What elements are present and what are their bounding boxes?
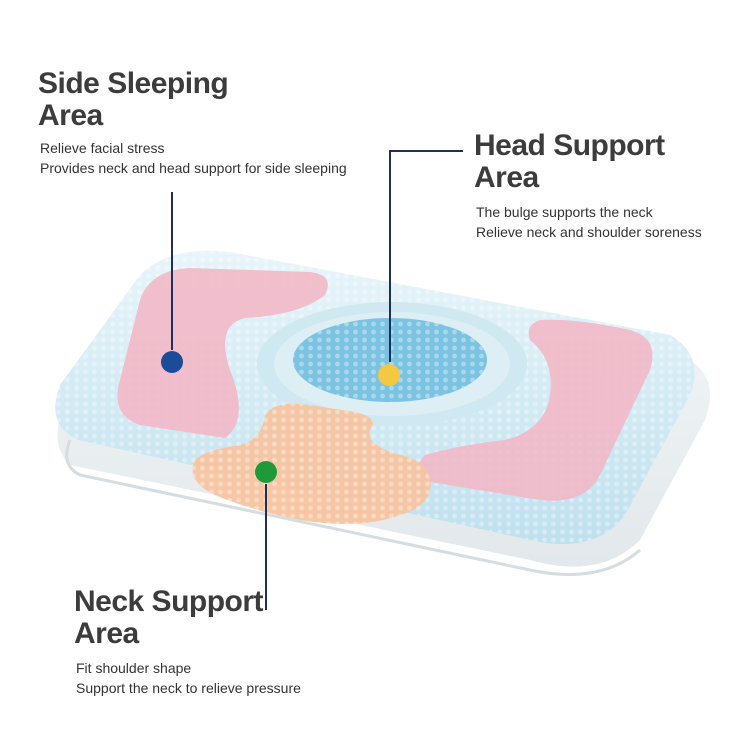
neck-support-title-line1: Neck Support [74,585,264,618]
head-support-leader-line-horizontal [389,150,463,152]
head-support-title: Head Support Area [474,130,665,194]
side-sleeping-zone-right [418,319,653,501]
head-support-title-line2: Area [474,161,539,194]
head-support-leader-line-vertical [389,150,391,362]
neck-support-title-line2: Area [74,617,139,650]
side-sleeping-title: Side Sleeping Area [38,67,229,132]
side-sleeping-title-line2: Area [38,99,103,132]
side-sleeping-desc-line2: Provides neck and head support for side … [40,160,347,176]
head-support-desc-line1: The bulge supports the neck [476,204,653,220]
side-sleeping-dot [161,351,183,373]
side-sleeping-zone-left [117,268,328,438]
side-sleeping-description: Relieve facial stress Provides neck and … [40,138,347,178]
head-support-description: The bulge supports the neck Relieve neck… [476,202,702,242]
neck-support-description: Fit shoulder shape Support the neck to r… [76,658,301,698]
neck-support-desc-line2: Support the neck to relieve pressure [76,680,301,696]
head-support-dot [378,364,400,386]
side-sleeping-leader-line [171,192,173,350]
neck-support-title: Neck Support Area [74,585,264,650]
neck-support-desc-line1: Fit shoulder shape [76,660,192,676]
side-sleeping-title-line1: Side Sleeping [38,67,229,100]
neck-support-dot [255,461,277,483]
side-sleeping-desc-line1: Relieve facial stress [40,140,165,156]
neck-support-leader-line [265,484,267,610]
head-support-title-line1: Head Support [474,129,665,162]
head-support-desc-line2: Relieve neck and shoulder soreness [476,224,702,240]
